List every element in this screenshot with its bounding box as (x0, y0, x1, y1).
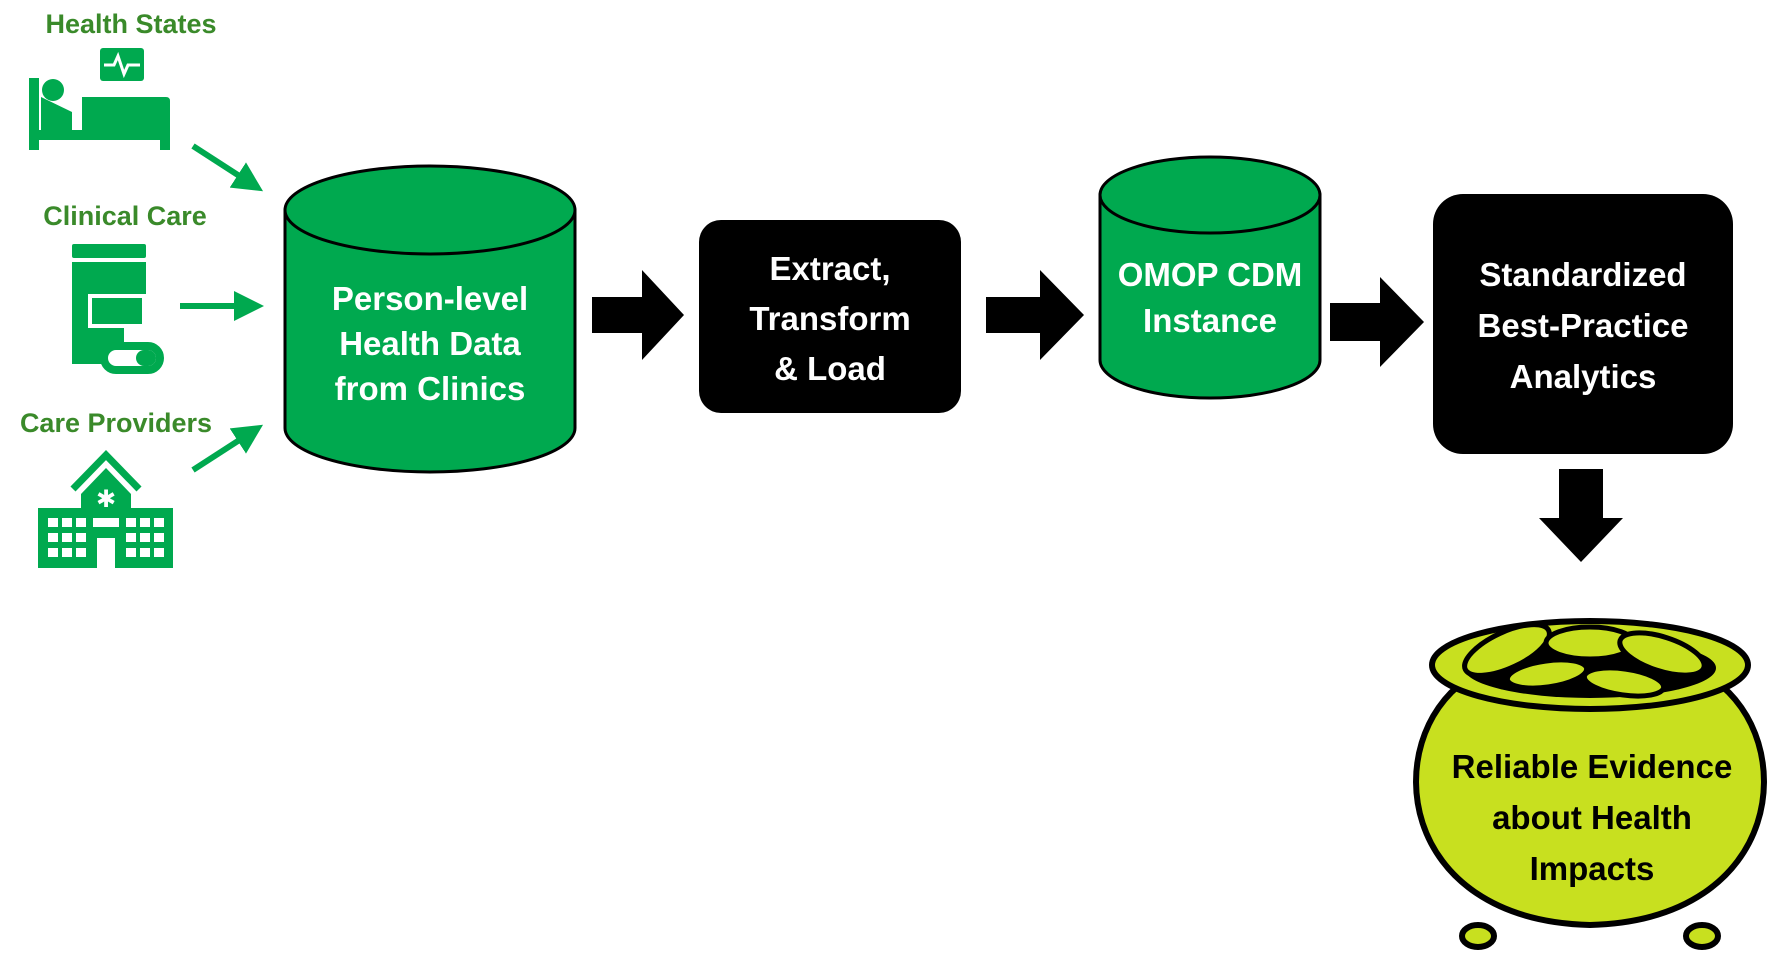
etl-box (699, 220, 961, 413)
flow-arrow-down (1539, 469, 1623, 562)
hospital-bed-icon (29, 48, 170, 150)
source-label-health-states: Health States (45, 9, 216, 39)
flow-arrow-1 (592, 270, 684, 360)
source-label-care-providers: Care Providers (20, 408, 212, 438)
omop-line-1: OMOP CDM (1118, 256, 1303, 293)
analytics-line-3: Analytics (1510, 358, 1657, 395)
analytics-line-1: Standardized (1479, 256, 1686, 293)
etl-line-3: & Load (774, 350, 886, 387)
evidence-line-2: about Health (1492, 799, 1692, 836)
evidence-line-3: Impacts (1530, 850, 1655, 887)
analytics-line-2: Best-Practice (1478, 307, 1689, 344)
pot-of-coins-icon (1413, 618, 1767, 950)
analytics-box (1433, 194, 1733, 454)
person-data-cylinder (283, 164, 577, 474)
person-data-line-3: from Clinics (335, 370, 526, 407)
arrow-health-states (191, 143, 264, 192)
omop-cdm-cylinder (1098, 155, 1322, 400)
evidence-line-1: Reliable Evidence (1452, 748, 1733, 785)
etl-line-2: Transform (749, 300, 910, 337)
arrow-care-providers (191, 424, 264, 473)
source-label-clinical-care: Clinical Care (43, 201, 207, 231)
omop-line-2: Instance (1143, 302, 1277, 339)
pill-bottle-icon (72, 244, 164, 374)
etl-line-1: Extract, (769, 250, 890, 287)
flow-arrow-2 (986, 270, 1084, 360)
svg-text:✱: ✱ (96, 486, 116, 513)
hospital-building-icon: ✱ (38, 449, 173, 568)
flow-arrow-3 (1330, 277, 1424, 367)
person-data-line-1: Person-level (332, 280, 528, 317)
person-data-line-2: Health Data (339, 325, 521, 362)
